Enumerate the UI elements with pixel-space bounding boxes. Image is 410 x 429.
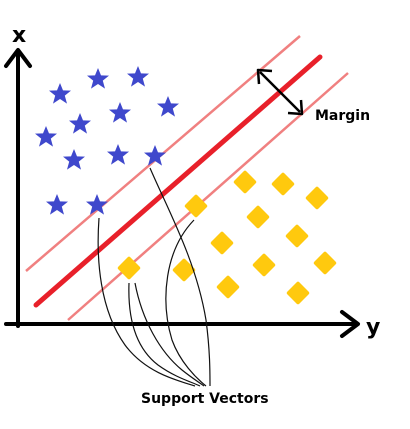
- star-icon: [127, 66, 149, 87]
- pointer-line: [97, 217, 196, 387]
- horizontal-axis-arrowhead: [340, 310, 360, 338]
- pointer-line: [149, 167, 211, 387]
- diamond-icon: [285, 280, 311, 306]
- star-icon: [87, 68, 109, 89]
- margin-arrow-head-top: [256, 68, 273, 85]
- diamond-icon: [232, 169, 258, 195]
- diamond-icon: [284, 223, 310, 249]
- margin-label: Margin: [315, 108, 370, 124]
- pointer-line: [165, 219, 207, 387]
- diamond-icon: [209, 230, 235, 256]
- margin-arrow-head-bottom: [287, 99, 304, 116]
- margin-arrow: [256, 68, 304, 116]
- x-axis-label: x: [12, 23, 26, 48]
- axes: x y: [4, 23, 380, 340]
- star-icon: [46, 194, 68, 215]
- vertical-axis-arrowhead: [4, 48, 32, 68]
- support-vectors-label: Support Vectors: [141, 391, 269, 407]
- pointer-line: [128, 282, 201, 387]
- support-vector-pointers: [97, 167, 211, 387]
- star-icon: [63, 149, 85, 170]
- hyperplane-line: [33, 54, 323, 308]
- pointer-line: [134, 282, 205, 387]
- diamond-icon: [270, 171, 296, 197]
- star-icon: [109, 102, 131, 123]
- star-class-points: [35, 66, 179, 215]
- diamond-icon: [215, 274, 241, 300]
- diamond-icon: [304, 185, 330, 211]
- y-axis-label: y: [366, 315, 380, 340]
- diamond-icon: [251, 252, 277, 278]
- star-icon: [157, 96, 179, 117]
- star-icon: [69, 113, 91, 134]
- diamond-class-points: [116, 169, 338, 306]
- diamond-icon: [312, 250, 338, 276]
- star-icon: [49, 83, 71, 104]
- diamond-icon: [171, 257, 197, 283]
- star-icon: [107, 144, 129, 165]
- diamond-icon: [245, 204, 271, 230]
- star-icon: [35, 126, 57, 147]
